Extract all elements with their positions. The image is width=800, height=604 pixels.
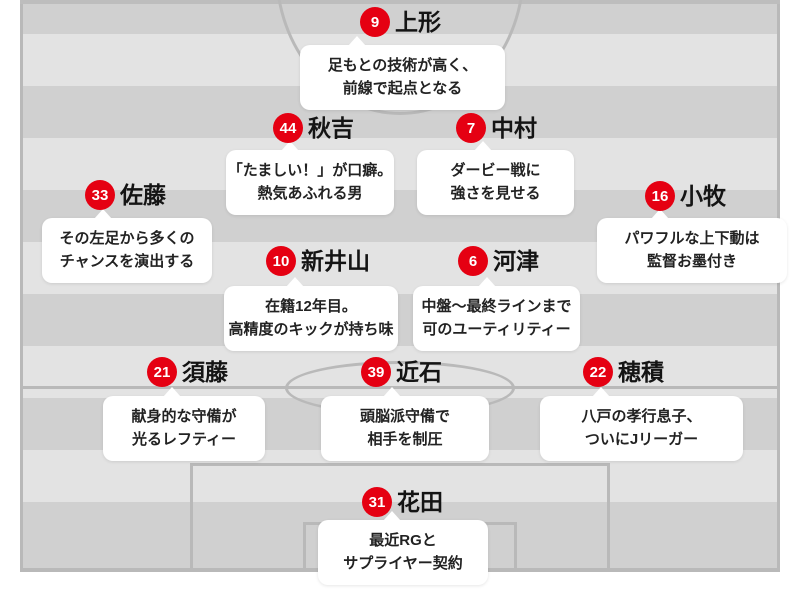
player-name: 秋吉 <box>308 114 354 141</box>
player-name: 小牧 <box>680 182 726 209</box>
bubble-tail-icon <box>281 141 299 151</box>
player-number: 39 <box>367 363 385 381</box>
player-comment-line1: 最近RGと <box>369 532 437 549</box>
player-comment-line1: ダービー戦に <box>450 162 541 179</box>
bubble-tail-icon <box>592 387 610 397</box>
player-number-badge: 9 <box>360 7 390 37</box>
player-number: 7 <box>466 119 476 137</box>
bottom-penalty-box <box>190 463 610 572</box>
player-comment-line2: 強さを見せる <box>450 185 541 203</box>
player-name: 花田 <box>397 488 443 515</box>
player-comment-line1: パワフルな上下動は <box>624 230 760 247</box>
player-number-badge: 33 <box>85 180 115 210</box>
player-label: 39 近石 <box>361 357 442 387</box>
player-name: 須藤 <box>182 358 228 385</box>
player-comment-line1: 在籍12年目。 <box>265 298 357 315</box>
player-number-badge: 22 <box>583 357 613 387</box>
player-comment-bubble: パワフルな上下動は 監督お墨付き <box>597 209 787 283</box>
player-comment-line2: 相手を制圧 <box>367 431 443 449</box>
player-comment-bubble: 在籍12年目。 高精度のキックが持ち味 <box>224 277 398 351</box>
bubble-tail-icon <box>163 387 181 397</box>
player-number: 44 <box>279 119 297 137</box>
player-comment-bubble: ダービー戦に 強さを見せる <box>417 141 574 215</box>
player-number-badge: 44 <box>273 113 303 143</box>
bubble-tail-icon <box>94 209 112 219</box>
player-number: 9 <box>370 13 380 31</box>
player-comment-line2: 監督お墨付き <box>646 253 737 271</box>
player-comment-line1: 頭脳派守備で <box>359 408 450 425</box>
player-number-badge: 16 <box>645 181 675 211</box>
player-comment-line2: 熱気あふれる男 <box>257 185 363 203</box>
player-comment-line2: サプライヤー契約 <box>343 555 463 573</box>
bubble-tail-icon <box>348 36 366 46</box>
player-comment-bubble: 「たましい！」が口癖。 熱気あふれる男 <box>226 141 394 215</box>
player-comment-line1: 足もとの技術が高く、 <box>327 57 478 74</box>
player-label: 10 新井山 <box>266 246 370 276</box>
player-name: 河津 <box>493 247 539 274</box>
player-number: 22 <box>589 363 607 381</box>
player-name: 上形 <box>395 8 441 35</box>
player-comment-line1: その左足から多くの <box>59 230 195 247</box>
bubble-tail-icon <box>286 277 304 287</box>
bubble-tail-icon <box>383 387 401 397</box>
player-comment-bubble: 最近RGと サプライヤー契約 <box>318 511 488 585</box>
player-comment-line1: 献身的な守備が <box>131 408 237 425</box>
player-comment-line2: 前線で起点となる <box>342 80 463 98</box>
player-comment-line2: 可のユーティリティー <box>422 321 571 339</box>
player-comment-line1: 「たましい！」が口癖。 <box>227 162 393 179</box>
player-label: 9 上形 <box>360 7 441 37</box>
player-label: 44 秋吉 <box>273 113 354 143</box>
player-name: 中村 <box>491 114 537 141</box>
player-number: 6 <box>468 252 478 270</box>
player-comment-line2: チャンスを演出する <box>59 253 195 271</box>
player-comment-line1: 中盤〜最終ラインまで <box>421 298 572 315</box>
player-label: 33 佐藤 <box>85 180 166 210</box>
bubble-tail-icon <box>474 141 492 151</box>
player-comment-bubble: その左足から多くの チャンスを演出する <box>42 209 212 283</box>
player-number-badge: 31 <box>362 487 392 517</box>
player-label: 22 穂積 <box>583 357 664 387</box>
bubble-tail-icon <box>383 511 401 521</box>
player-number-badge: 21 <box>147 357 177 387</box>
player-name: 近石 <box>396 358 442 385</box>
player-number: 21 <box>153 363 171 381</box>
player-label: 21 須藤 <box>147 357 228 387</box>
player-comment-line2: 光るレフティー <box>131 431 237 449</box>
player-comment-line1: 八戸の孝行息子、 <box>581 408 702 425</box>
player-number-badge: 39 <box>361 357 391 387</box>
player-number-badge: 7 <box>456 113 486 143</box>
player-number: 31 <box>368 493 386 511</box>
player-comment-bubble: 献身的な守備が 光るレフティー <box>103 387 265 461</box>
player-label: 31 花田 <box>362 487 443 517</box>
player-number: 33 <box>91 186 109 204</box>
player-label: 16 小牧 <box>645 181 726 211</box>
player-comment-bubble: 中盤〜最終ラインまで 可のユーティリティー <box>413 277 580 351</box>
player-label: 7 中村 <box>456 113 537 143</box>
player-number: 16 <box>651 187 669 205</box>
player-number-badge: 10 <box>266 246 296 276</box>
player-name: 佐藤 <box>120 181 166 208</box>
player-number: 10 <box>272 252 290 270</box>
player-comment-bubble: 足もとの技術が高く、 前線で起点となる <box>300 36 505 110</box>
bubble-tail-icon <box>478 277 496 287</box>
player-comment-line2: 高精度のキックが持ち味 <box>228 321 394 339</box>
player-name: 穂積 <box>618 358 664 385</box>
player-comment-bubble: 八戸の孝行息子、 ついにJリーガー <box>540 387 743 461</box>
player-label: 6 河津 <box>458 246 539 276</box>
bubble-tail-icon <box>651 209 669 219</box>
player-name: 新井山 <box>301 247 370 274</box>
player-comment-line2: ついにJリーガー <box>584 431 699 449</box>
player-number-badge: 6 <box>458 246 488 276</box>
player-comment-bubble: 頭脳派守備で 相手を制圧 <box>321 387 489 461</box>
